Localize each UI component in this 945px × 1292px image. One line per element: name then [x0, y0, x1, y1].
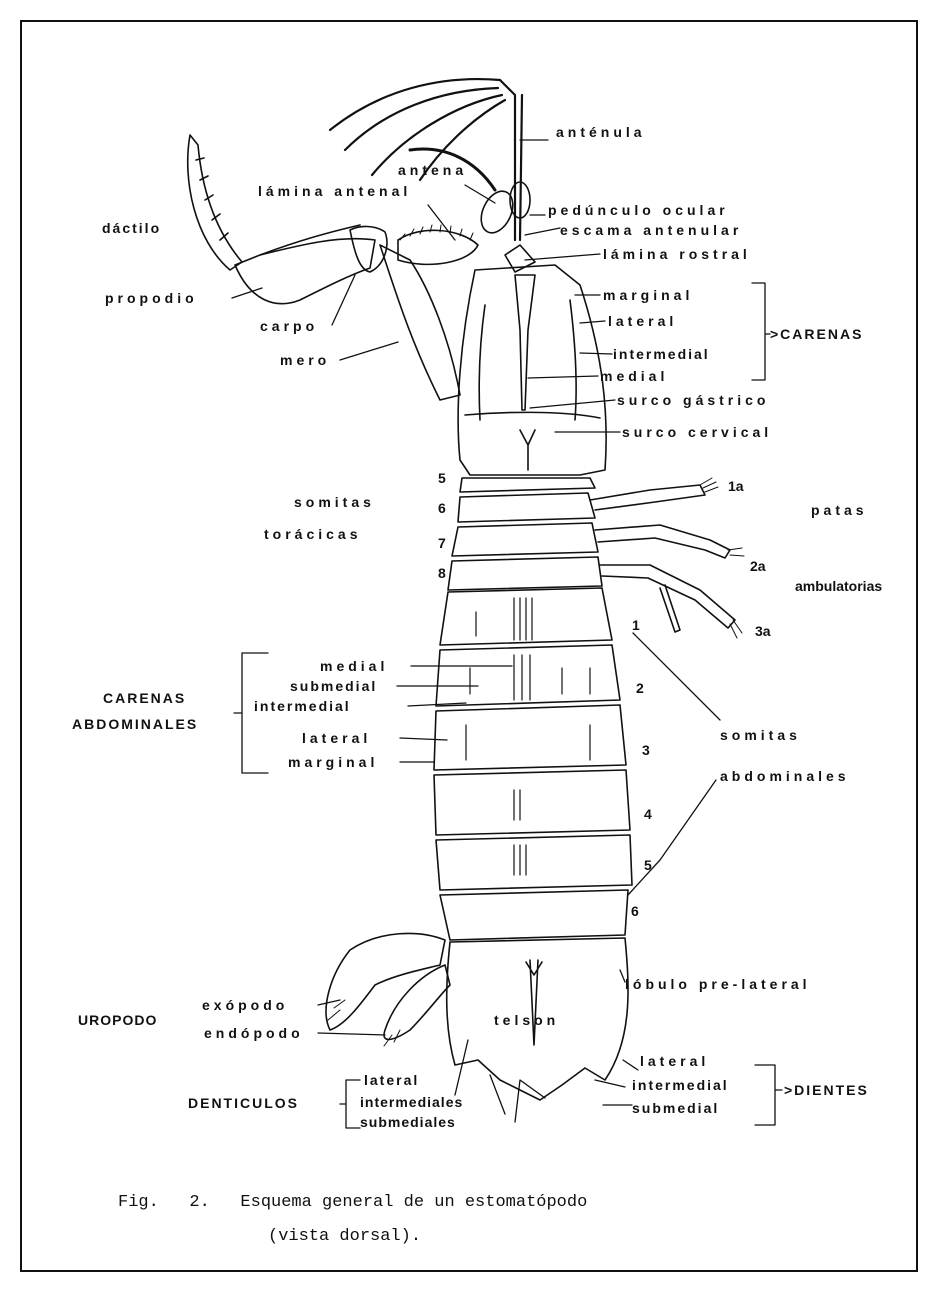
label-antenula: anténula	[556, 124, 646, 140]
label-somitas-toracicas-1: somitas	[294, 494, 375, 510]
label-abdominal-4: 4	[644, 806, 652, 822]
label-denticulos: DENTICULOS	[188, 1095, 299, 1111]
label-diente-intermedial: intermedial	[632, 1077, 729, 1093]
label-escama-antenular: escama antenular	[560, 222, 742, 238]
thoracic-somites	[448, 478, 602, 590]
label-carena-medial: medial	[600, 368, 668, 384]
label-abdominal-2: 2	[636, 680, 644, 696]
label-carenas-abdominales-1: CARENAS	[103, 690, 186, 706]
label-patas: patas	[811, 502, 868, 518]
label-ab-intermedial: intermedial	[254, 698, 351, 714]
antennule-flagella	[330, 79, 522, 240]
label-somitas-toracicas-2: torácicas	[264, 526, 361, 542]
label-exopodo: exópodo	[202, 997, 288, 1013]
walking-legs	[590, 478, 744, 638]
label-diente-lateral: lateral	[640, 1053, 709, 1069]
label-somitas-abdominales-1: somitas	[720, 727, 801, 743]
abdominal-somites	[434, 588, 632, 940]
label-denticulo-lateral: lateral	[364, 1072, 419, 1088]
label-carpo: carpo	[260, 318, 318, 334]
label-ab-submedial: submedial	[290, 678, 377, 694]
label-abdominal-6: 6	[631, 903, 639, 919]
label-abdominal-5: 5	[644, 857, 652, 873]
label-pata-1a: 1a	[728, 478, 744, 494]
label-denticulos-intermediales: intermediales	[360, 1094, 463, 1110]
label-pata-3a: 3a	[755, 623, 771, 639]
figure-caption-line-2: (vista dorsal).	[268, 1227, 421, 1246]
label-pata-2a: 2a	[750, 558, 766, 574]
label-thoracic-7: 7	[438, 535, 446, 551]
label-pedunculo-ocular: pedúnculo ocular	[548, 202, 729, 218]
label-ab-marginal: marginal	[288, 754, 378, 770]
label-surco-gastrico: surco gástrico	[617, 392, 769, 408]
label-dactilo: dáctilo	[102, 220, 161, 236]
label-dientes: >DIENTES	[784, 1082, 869, 1098]
label-carenas: >CARENAS	[770, 326, 863, 342]
label-lamina-rostral: lámina rostral	[603, 246, 751, 262]
label-carena-intermedial: intermedial	[613, 346, 710, 362]
carapace	[458, 265, 606, 475]
figure-caption-line-1: Fig. 2. Esquema general de un estomatópo…	[118, 1193, 587, 1212]
label-lobulo-pre-lateral: lóbulo pre-lateral	[625, 976, 811, 992]
label-antena: antena	[398, 162, 467, 178]
antennal-scale-fringe	[400, 225, 473, 240]
label-thoracic-8: 8	[438, 565, 446, 581]
label-ab-medial: medial	[320, 658, 388, 674]
label-propodio: propodio	[105, 290, 198, 306]
label-ambulatorias: ambulatorias	[795, 578, 882, 594]
label-abdominal-1: 1	[632, 617, 640, 633]
label-telson: telson	[494, 1012, 559, 1028]
label-thoracic-5: 5	[438, 470, 446, 486]
label-uropodo: UROPODO	[78, 1012, 157, 1028]
label-carenas-abdominales-2: ABDOMINALES	[72, 716, 198, 732]
label-endopodo: endópodo	[204, 1025, 304, 1041]
uropod	[326, 933, 450, 1046]
label-somitas-abdominales-2: abdominales	[720, 768, 850, 784]
label-ab-lateral: lateral	[302, 730, 371, 746]
label-mero: mero	[280, 352, 330, 368]
label-diente-submedial: submedial	[632, 1100, 719, 1116]
label-carena-marginal: marginal	[603, 287, 693, 303]
label-abdominal-3: 3	[642, 742, 650, 758]
label-denticulos-submediales: submediales	[360, 1114, 456, 1130]
label-thoracic-6: 6	[438, 500, 446, 516]
label-carena-lateral: lateral	[608, 313, 677, 329]
label-surco-cervical: surco cervical	[622, 424, 772, 440]
label-lamina-antenal: lámina antenal	[258, 183, 411, 199]
